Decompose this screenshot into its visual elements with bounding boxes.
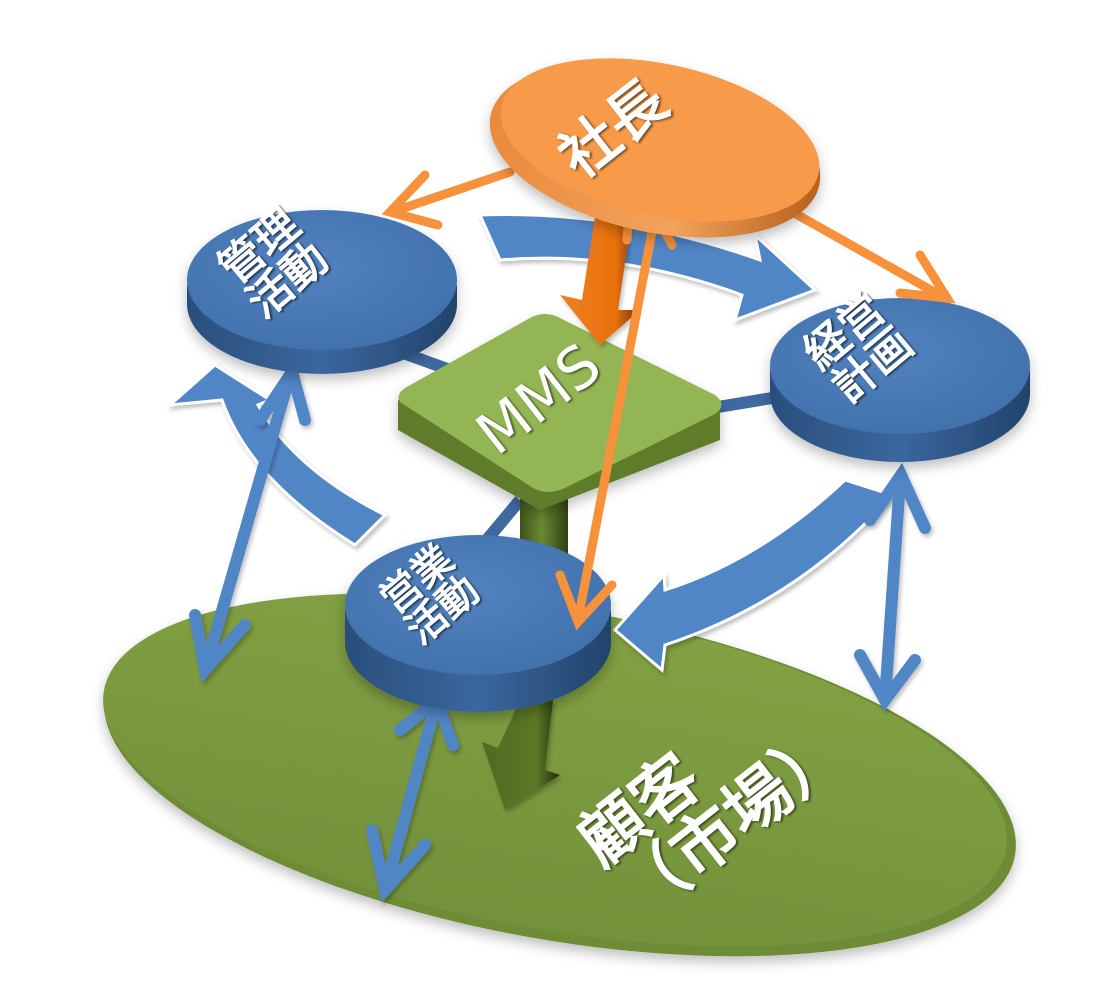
curved-arrow-sales-to-management bbox=[165, 363, 388, 547]
double-arrow-plan-customer bbox=[854, 462, 931, 712]
president-node bbox=[489, 58, 821, 238]
mms-node bbox=[398, 314, 722, 510]
curved-arrow-plan-to-sales bbox=[612, 478, 895, 673]
business-plan-node bbox=[770, 298, 1030, 462]
arrow-mms-to-customer bbox=[482, 700, 560, 810]
management-node bbox=[187, 210, 457, 374]
arrow-president-to-mms bbox=[560, 210, 640, 345]
arrow-president-to-management bbox=[381, 167, 515, 230]
sales-node bbox=[345, 535, 611, 712]
arrow-president-to-sales bbox=[555, 227, 657, 631]
arrow-president-to-plan bbox=[775, 200, 956, 304]
